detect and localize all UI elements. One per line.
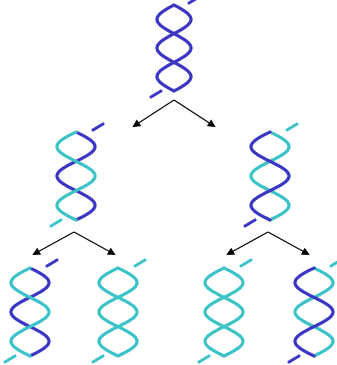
parent-strand-2 bbox=[293, 266, 335, 358]
replication-arrows-gen1-left bbox=[32, 231, 116, 255]
new-strand-1 bbox=[97, 266, 139, 358]
strand-tail bbox=[149, 89, 163, 99]
strand-tail bbox=[91, 122, 105, 132]
helix-gen2-b bbox=[91, 258, 147, 364]
parent-strand-1 bbox=[55, 130, 97, 222]
strand-tail bbox=[45, 258, 59, 268]
strand-tail bbox=[91, 354, 105, 364]
new-strand-2 bbox=[55, 130, 97, 222]
arrows bbox=[32, 99, 310, 255]
parent-strand-2 bbox=[155, 3, 193, 93]
arrow-left bbox=[32, 231, 75, 255]
parent-strand-2 bbox=[249, 130, 291, 222]
strand-tail bbox=[243, 218, 257, 228]
helices bbox=[3, 0, 337, 364]
new-strand-2 bbox=[9, 266, 51, 358]
new-strand-1 bbox=[203, 266, 245, 358]
new-strand-2 bbox=[97, 266, 139, 358]
replication-arrows-gen1-right bbox=[226, 231, 310, 255]
arrow-right bbox=[73, 231, 116, 255]
strand-tail bbox=[3, 354, 17, 364]
strand-tail bbox=[239, 258, 253, 268]
helix-gen2-a bbox=[3, 258, 59, 364]
arrow-left bbox=[132, 99, 175, 128]
helix-gen2-c bbox=[197, 258, 253, 364]
replication-arrows-gen0 bbox=[132, 99, 216, 128]
arrow-right bbox=[173, 99, 216, 128]
strand-tail bbox=[133, 258, 147, 268]
strand-tail bbox=[285, 122, 299, 132]
strand-tail bbox=[287, 354, 301, 364]
new-strand-1 bbox=[249, 130, 291, 222]
helix-gen1-left bbox=[49, 122, 105, 228]
strand-tail bbox=[197, 354, 211, 364]
strand-tail bbox=[49, 218, 63, 228]
arrow-left bbox=[226, 231, 269, 255]
parent-strand-1 bbox=[9, 266, 51, 358]
helix-gen2-d bbox=[287, 260, 337, 364]
helix-gen1-right bbox=[243, 122, 299, 228]
new-strand-1 bbox=[293, 266, 335, 358]
strand-tail bbox=[329, 260, 337, 268]
parent-strand-1 bbox=[155, 3, 193, 93]
arrow-right bbox=[267, 231, 310, 255]
helix-gen0 bbox=[149, 0, 197, 99]
new-strand-2 bbox=[203, 266, 245, 358]
strand-tail bbox=[187, 0, 197, 5]
